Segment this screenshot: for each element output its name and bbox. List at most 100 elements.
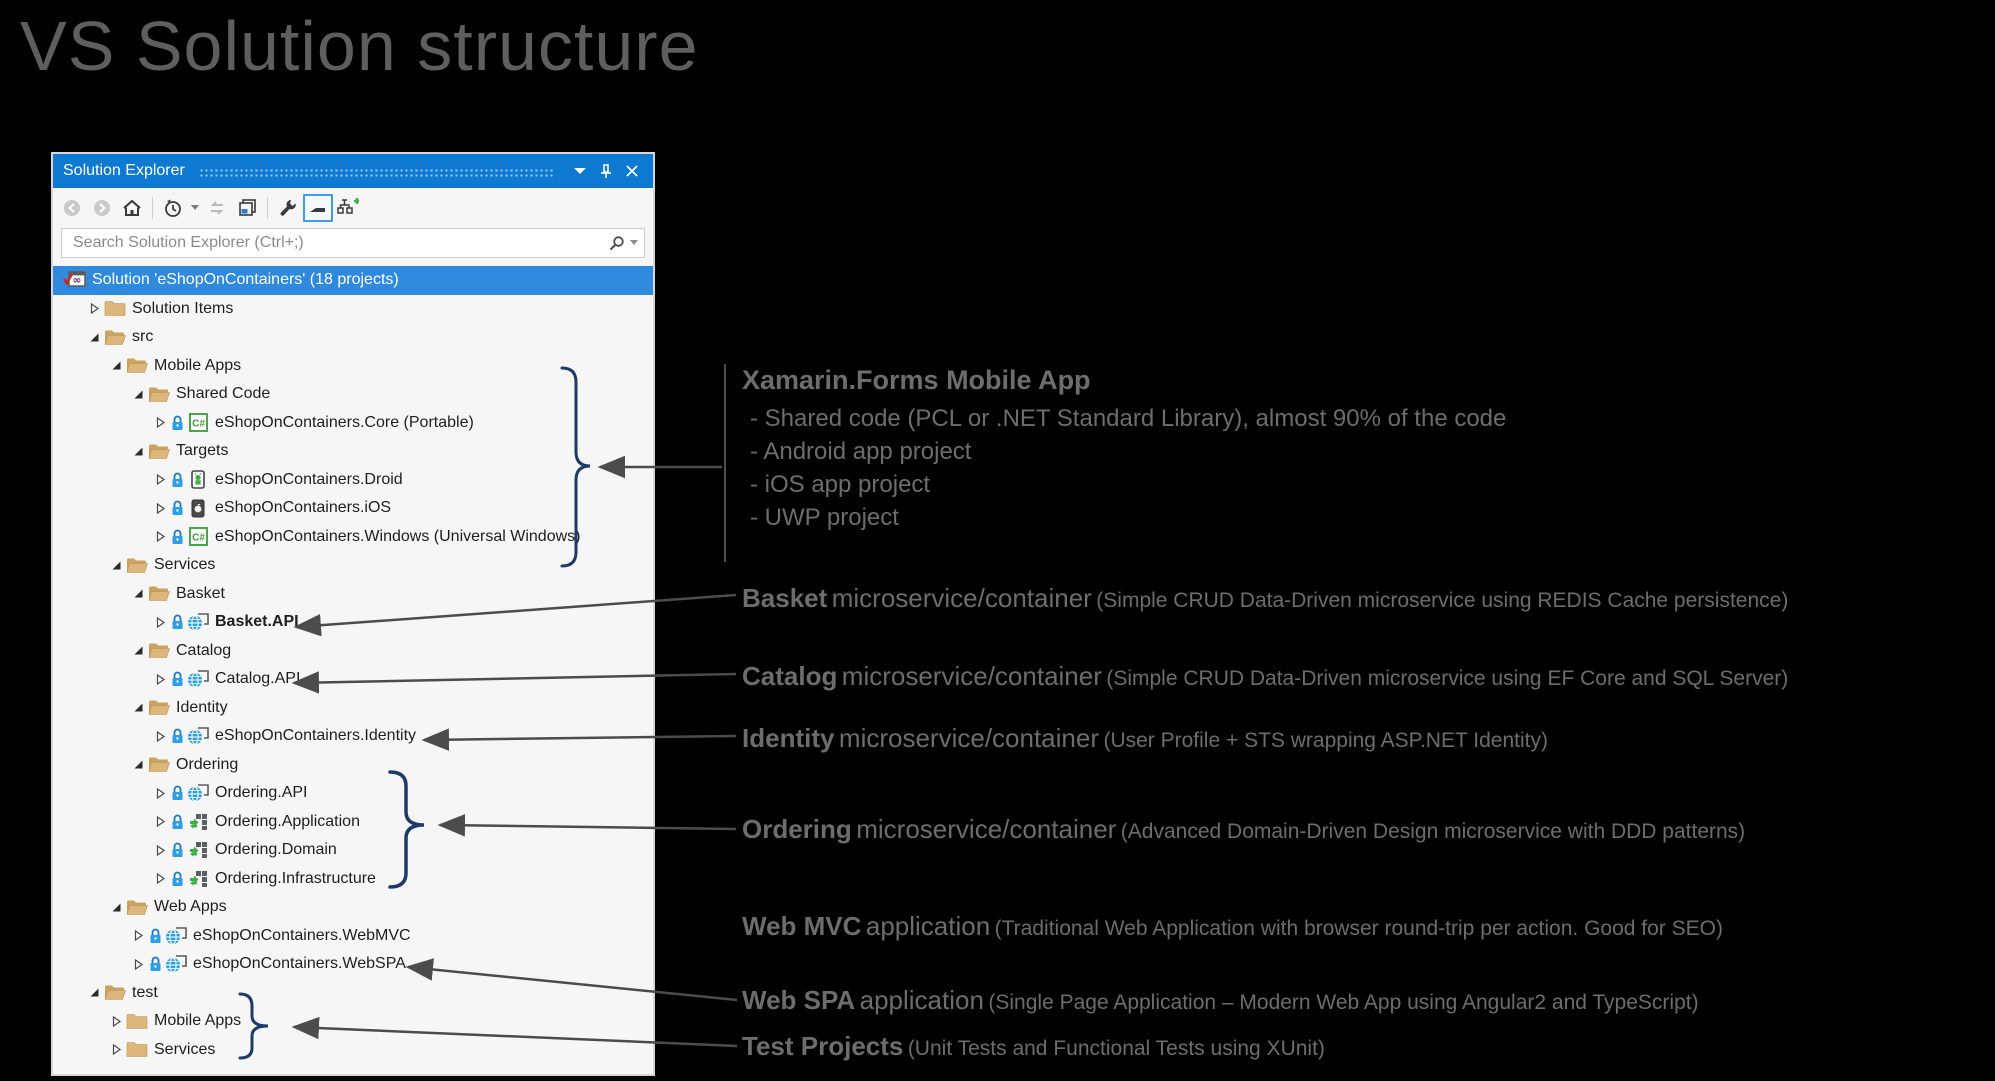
collapse-arrow-icon[interactable] [129,588,147,599]
tree-row[interactable]: Services [53,1036,653,1065]
expand-arrow-icon[interactable] [151,474,169,486]
expand-arrow-icon[interactable] [151,873,169,885]
collapse-arrow-icon[interactable] [107,560,125,571]
expand-arrow-icon[interactable] [85,303,103,315]
annotation-mid-label: microservice/container [841,661,1102,691]
annotation-bullet: - Shared code (PCL or .NET Standard Libr… [750,405,1507,432]
lock-icon [169,614,186,630]
collapse-arrow-icon[interactable] [129,702,147,713]
tree-item-label: Web Apps [154,898,227,916]
annotation-xamarin: Xamarin.Forms Mobile App- Shared code (P… [742,365,1506,534]
annotation-strong-label: Web SPA [742,985,856,1015]
close-icon[interactable] [619,158,645,184]
collapse-arrow-icon[interactable] [107,902,125,913]
folder-open-icon [147,443,171,460]
tree-row[interactable]: Web Apps [53,893,653,922]
sync-icon[interactable] [202,194,232,222]
collapse-arrow-icon[interactable] [107,360,125,371]
expand-arrow-icon[interactable] [151,844,169,856]
home-icon[interactable] [117,194,147,222]
tree-row[interactable]: Identity [53,694,653,723]
annotation-webmvc: Web MVC application (Traditional Web App… [742,911,1723,942]
collapse-all-icon[interactable] [232,194,262,222]
forward-icon[interactable] [87,194,117,222]
expand-arrow-icon[interactable] [107,1044,125,1056]
annotation-mid-label: microservice/container [831,583,1092,613]
expand-arrow-icon[interactable] [151,787,169,799]
tree-row[interactable]: eShopOnContainers.WebMVC [53,922,653,951]
toolbar-separator [267,197,268,219]
collapse-arrow-icon[interactable] [85,987,103,998]
tree-row[interactable]: Catalog.API [53,665,653,694]
expand-arrow-icon[interactable] [151,531,169,543]
annotation-ordering: Ordering microservice/container (Advance… [742,814,1745,845]
caret-down-icon[interactable] [188,194,202,222]
tree-row[interactable]: eShopOnContainers.Identity [53,722,653,751]
collapse-arrow-icon[interactable] [129,759,147,770]
expand-arrow-icon[interactable] [151,502,169,514]
tree-item-label: Services [154,1040,216,1058]
collapse-arrow-icon[interactable] [129,446,147,457]
back-icon[interactable] [57,194,87,222]
tree-row[interactable]: eShopOnContainers.Droid [53,466,653,495]
properties-wrench-icon[interactable] [273,194,303,222]
tree-row[interactable]: Mobile Apps [53,1007,653,1036]
search-input[interactable] [71,233,609,253]
tree-item-label: Catalog.API [215,670,301,688]
annotation-detail: (User Profile + STS wrapping ASP.NET Ide… [1103,729,1548,752]
collapse-arrow-icon[interactable] [85,332,103,343]
tree-item-label: eShopOnContainers.WebMVC [193,926,411,944]
expand-arrow-icon[interactable] [129,930,147,942]
tree-row[interactable]: Services [53,551,653,580]
expand-arrow-icon[interactable] [151,673,169,685]
tree-row[interactable]: C#eShopOnContainers.Core (Portable) [53,409,653,438]
tree-row[interactable]: test [53,979,653,1008]
tree-row[interactable]: Basket [53,580,653,609]
tree-row[interactable]: Ordering.Application [53,808,653,837]
tree-item-label: Catalog [176,641,232,659]
tree-row[interactable]: Ordering.API [53,779,653,808]
folder-closed-icon [103,300,127,317]
tree-row[interactable]: C#eShopOnContainers.Windows (Universal W… [53,523,653,552]
panel-titlebar[interactable]: Solution Explorer [53,154,653,188]
caret-down-icon[interactable] [630,240,638,246]
expand-arrow-icon[interactable] [151,816,169,828]
expand-arrow-icon[interactable] [129,958,147,970]
annotation-strong-label: Web MVC [742,911,862,941]
tree-row[interactable]: Mobile Apps [53,352,653,381]
collapse-arrow-icon[interactable] [129,389,147,400]
tree-row[interactable]: ∞ Solution 'eShopOnContainers' (18 proje… [53,266,653,295]
tree-row[interactable]: src [53,323,653,352]
folder-open-icon [147,585,171,602]
expand-arrow-icon[interactable] [107,1015,125,1027]
folder-open-icon [103,329,127,346]
droid-icon [186,470,210,490]
expand-arrow-icon[interactable] [151,616,169,628]
pending-changes-icon[interactable] [158,194,188,222]
tree-row[interactable]: Ordering.Domain [53,836,653,865]
expand-arrow-icon[interactable] [151,730,169,742]
tree-row[interactable]: Targets [53,437,653,466]
tree-row[interactable]: Ordering [53,751,653,780]
tree-row[interactable]: Ordering.Infrastructure [53,865,653,894]
show-all-files-icon[interactable] [333,194,363,222]
tree-row[interactable]: eShopOnContainers.iOS [53,494,653,523]
tree-row[interactable]: Solution Items [53,295,653,324]
svg-text:∞: ∞ [73,275,82,287]
pin-icon[interactable] [593,158,619,184]
tree-row[interactable]: Catalog [53,637,653,666]
collapse-arrow-icon[interactable] [129,645,147,656]
tree-row[interactable]: eShopOnContainers.WebSPA [53,950,653,979]
tree-item-label: Ordering.Application [215,812,360,830]
annotation-detail: (Single Page Application – Modern Web Ap… [988,991,1699,1014]
lock-icon [169,871,186,887]
lib-icon [186,870,210,888]
tree-row[interactable]: Basket.API [53,608,653,637]
chevron-down-icon[interactable] [567,158,593,184]
expand-arrow-icon[interactable] [151,417,169,429]
tree-row[interactable]: Shared Code [53,380,653,409]
annotation-mid-label: application [859,985,984,1015]
preview-selected-items-icon[interactable] [303,194,333,222]
search-icon[interactable] [609,235,625,251]
search-box[interactable] [61,228,645,258]
